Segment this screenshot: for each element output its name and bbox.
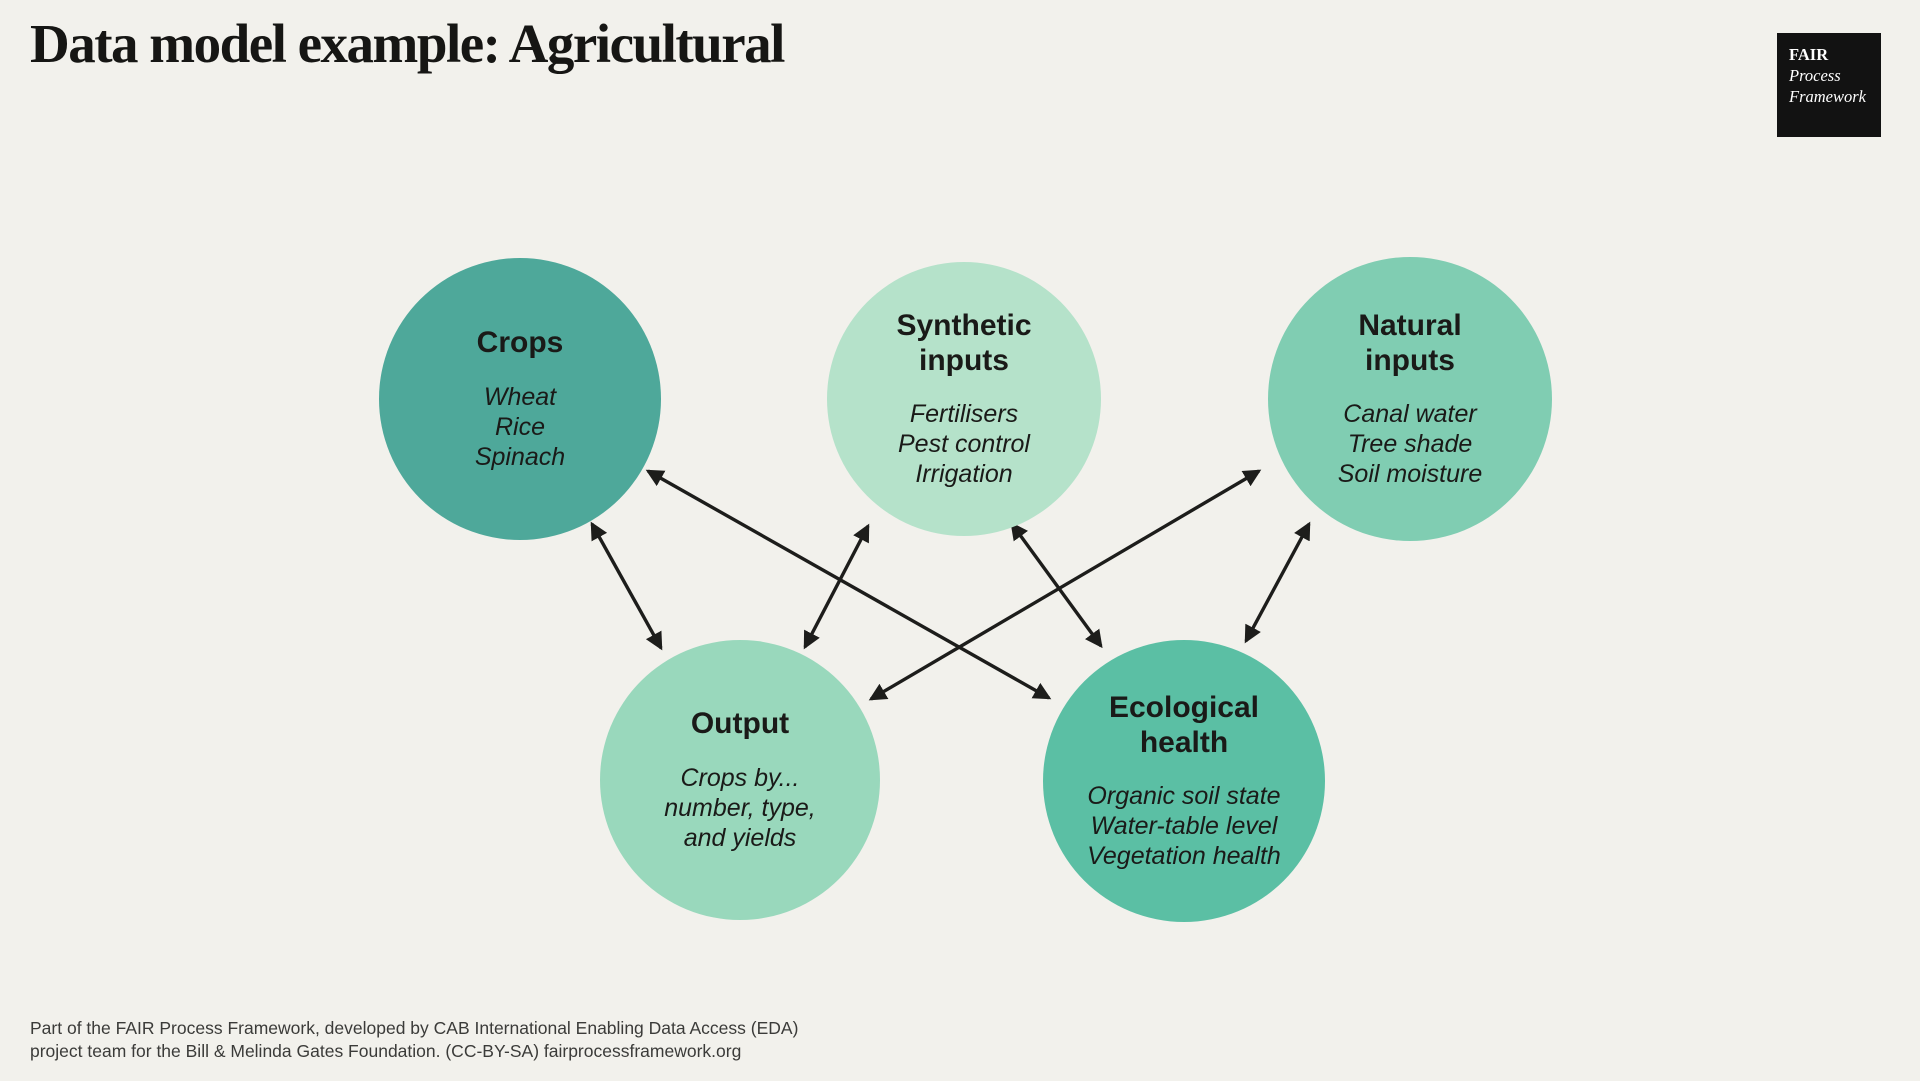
node-item: Vegetation health — [1087, 841, 1281, 870]
node-synthetic-inputs: Synthetic inputs Fertilisers Pest contro… — [827, 262, 1101, 536]
edge-natural-inputs-ecological-health — [1244, 521, 1311, 644]
node-item: Fertilisers — [909, 399, 1019, 428]
node-item: Pest control — [897, 429, 1030, 458]
node-item: Wheat — [483, 382, 557, 411]
edge-natural-inputs-output — [868, 469, 1262, 701]
fair-process-framework-logo: FAIR Process Framework — [1777, 33, 1881, 137]
node-item: Organic soil state — [1087, 781, 1281, 810]
node-item: Tree shade — [1347, 429, 1473, 458]
node-natural-inputs-title: Natural inputs — [1358, 309, 1462, 377]
node-ecological-health-items: Organic soil state Water-table level Veg… — [1087, 781, 1281, 871]
node-item: Spinach — [474, 442, 566, 471]
node-item: and yields — [683, 823, 797, 852]
node-item: Soil moisture — [1337, 459, 1483, 488]
node-output-title: Output — [690, 707, 790, 741]
node-crops-title: Crops — [476, 326, 564, 360]
node-item: Irrigation — [915, 459, 1013, 488]
edge-synthetic-inputs-output — [803, 523, 870, 650]
node-ecological-health: Ecological health Organic soil state Wat… — [1043, 640, 1325, 922]
logo-line-process: Process — [1789, 66, 1841, 85]
node-item: number, type, — [664, 793, 816, 822]
node-synthetic-inputs-title: Synthetic inputs — [896, 309, 1032, 377]
footer-line-2: project team for the Bill & Melinda Gate… — [30, 1041, 742, 1061]
attribution-footer: Part of the FAIR Process Framework, deve… — [30, 1017, 798, 1063]
node-natural-inputs: Natural inputs Canal water Tree shade So… — [1268, 257, 1552, 541]
node-item: Canal water — [1343, 399, 1477, 428]
footer-line-1: Part of the FAIR Process Framework, deve… — [30, 1018, 799, 1038]
node-natural-inputs-items: Canal water Tree shade Soil moisture — [1338, 399, 1483, 489]
edge-crops-output — [590, 521, 663, 651]
logo-line-fair: FAIR — [1789, 45, 1829, 64]
page-title: Data model example: Agricultural — [30, 13, 785, 74]
node-crops-items: Wheat Rice Spinach — [475, 382, 565, 472]
node-output-items: Crops by... number, type, and yields — [664, 763, 815, 853]
node-crops: Crops Wheat Rice Spinach — [379, 258, 661, 540]
node-item: Crops by... — [680, 763, 800, 792]
node-synthetic-inputs-items: Fertilisers Pest control Irrigation — [898, 399, 1030, 489]
node-item: Rice — [494, 412, 545, 441]
node-output: Output Crops by... number, type, and yie… — [600, 640, 880, 920]
node-ecological-health-title: Ecological health — [1108, 691, 1260, 759]
node-item: Water-table level — [1090, 811, 1278, 840]
logo-line-framework: Framework — [1789, 87, 1866, 106]
edge-synthetic-inputs-ecological-health — [1010, 521, 1103, 649]
